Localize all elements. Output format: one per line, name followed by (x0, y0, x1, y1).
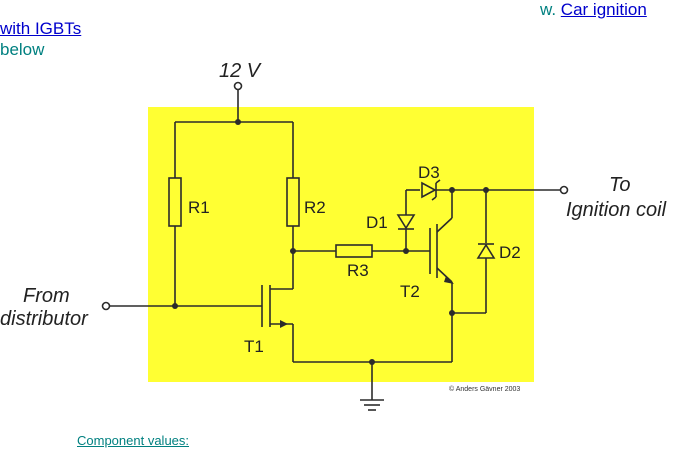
diode-d3 (421, 181, 437, 199)
component-values-link[interactable]: Component values: (77, 433, 190, 448)
car-ignition-link[interactable]: Car ignition (560, 0, 647, 19)
input-label-line1: From (23, 285, 70, 307)
t1-label: T1 (244, 337, 264, 356)
input-terminal (101, 301, 111, 311)
input-label-line2: distributor (0, 308, 89, 330)
d3-label: D3 (418, 163, 440, 182)
copyright-text: © Anders Gävner 2003 (449, 385, 520, 393)
d2-label: D2 (499, 243, 521, 262)
d1-label: D1 (366, 213, 388, 232)
output-terminal (559, 185, 569, 195)
header-prefix: w. (540, 0, 561, 19)
header-line: w. Car ignition (540, 0, 647, 20)
car-ignition-link-continued[interactable]: with IGBTs (0, 19, 82, 38)
supply-label: 12 V (219, 60, 262, 82)
below-text: below (0, 40, 45, 59)
r2-label: R2 (304, 198, 326, 217)
r3-label: R3 (347, 261, 369, 280)
output-label-line2: Ignition coil (566, 199, 667, 221)
r1-label: R1 (188, 198, 210, 217)
supply-terminal (233, 81, 243, 91)
t2-label: T2 (400, 282, 420, 301)
output-label-line1: To (609, 174, 631, 196)
